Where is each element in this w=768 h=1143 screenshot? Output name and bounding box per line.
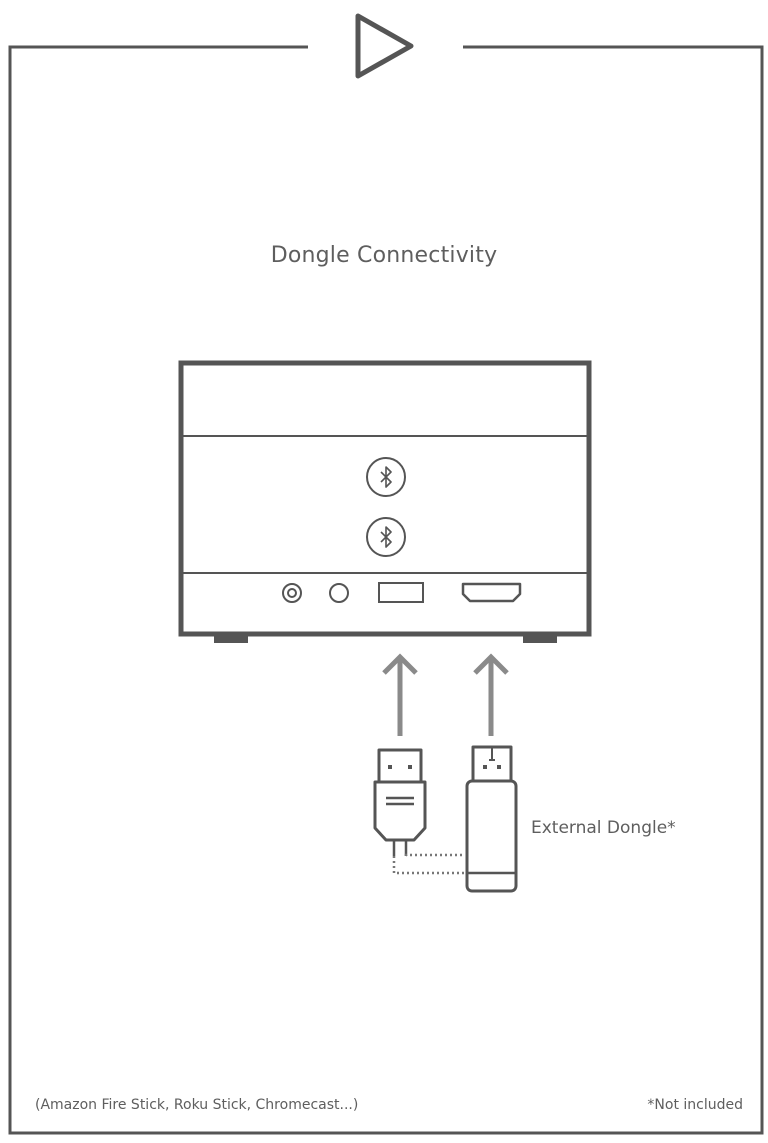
- dc-jack-port: [282, 583, 302, 603]
- footnote-examples: (Amazon Fire Stick, Roku Stick, Chromeca…: [35, 1097, 359, 1113]
- usb-port-icon: [378, 582, 424, 603]
- up-arrow-icon: [473, 653, 509, 736]
- usb-plug-icon: [373, 748, 427, 856]
- bluetooth-icon: [366, 517, 406, 557]
- footnote-not-included: *Not included: [647, 1097, 743, 1113]
- page-frame: [8, 45, 764, 1135]
- device-foot-left: [214, 634, 248, 643]
- external-dongle-label: External Dongle*: [531, 818, 676, 838]
- hdmi-dongle-icon: [465, 745, 518, 893]
- hdmi-port-icon: [461, 582, 522, 603]
- audio-jack-port: [329, 583, 349, 603]
- diagram-title: Dongle Connectivity: [270, 243, 498, 268]
- play-triangle-icon: [355, 13, 414, 79]
- device-foot-right: [523, 634, 557, 643]
- bluetooth-icon: [366, 457, 406, 497]
- dotted-cable: [392, 853, 468, 875]
- up-arrow-icon: [382, 653, 418, 736]
